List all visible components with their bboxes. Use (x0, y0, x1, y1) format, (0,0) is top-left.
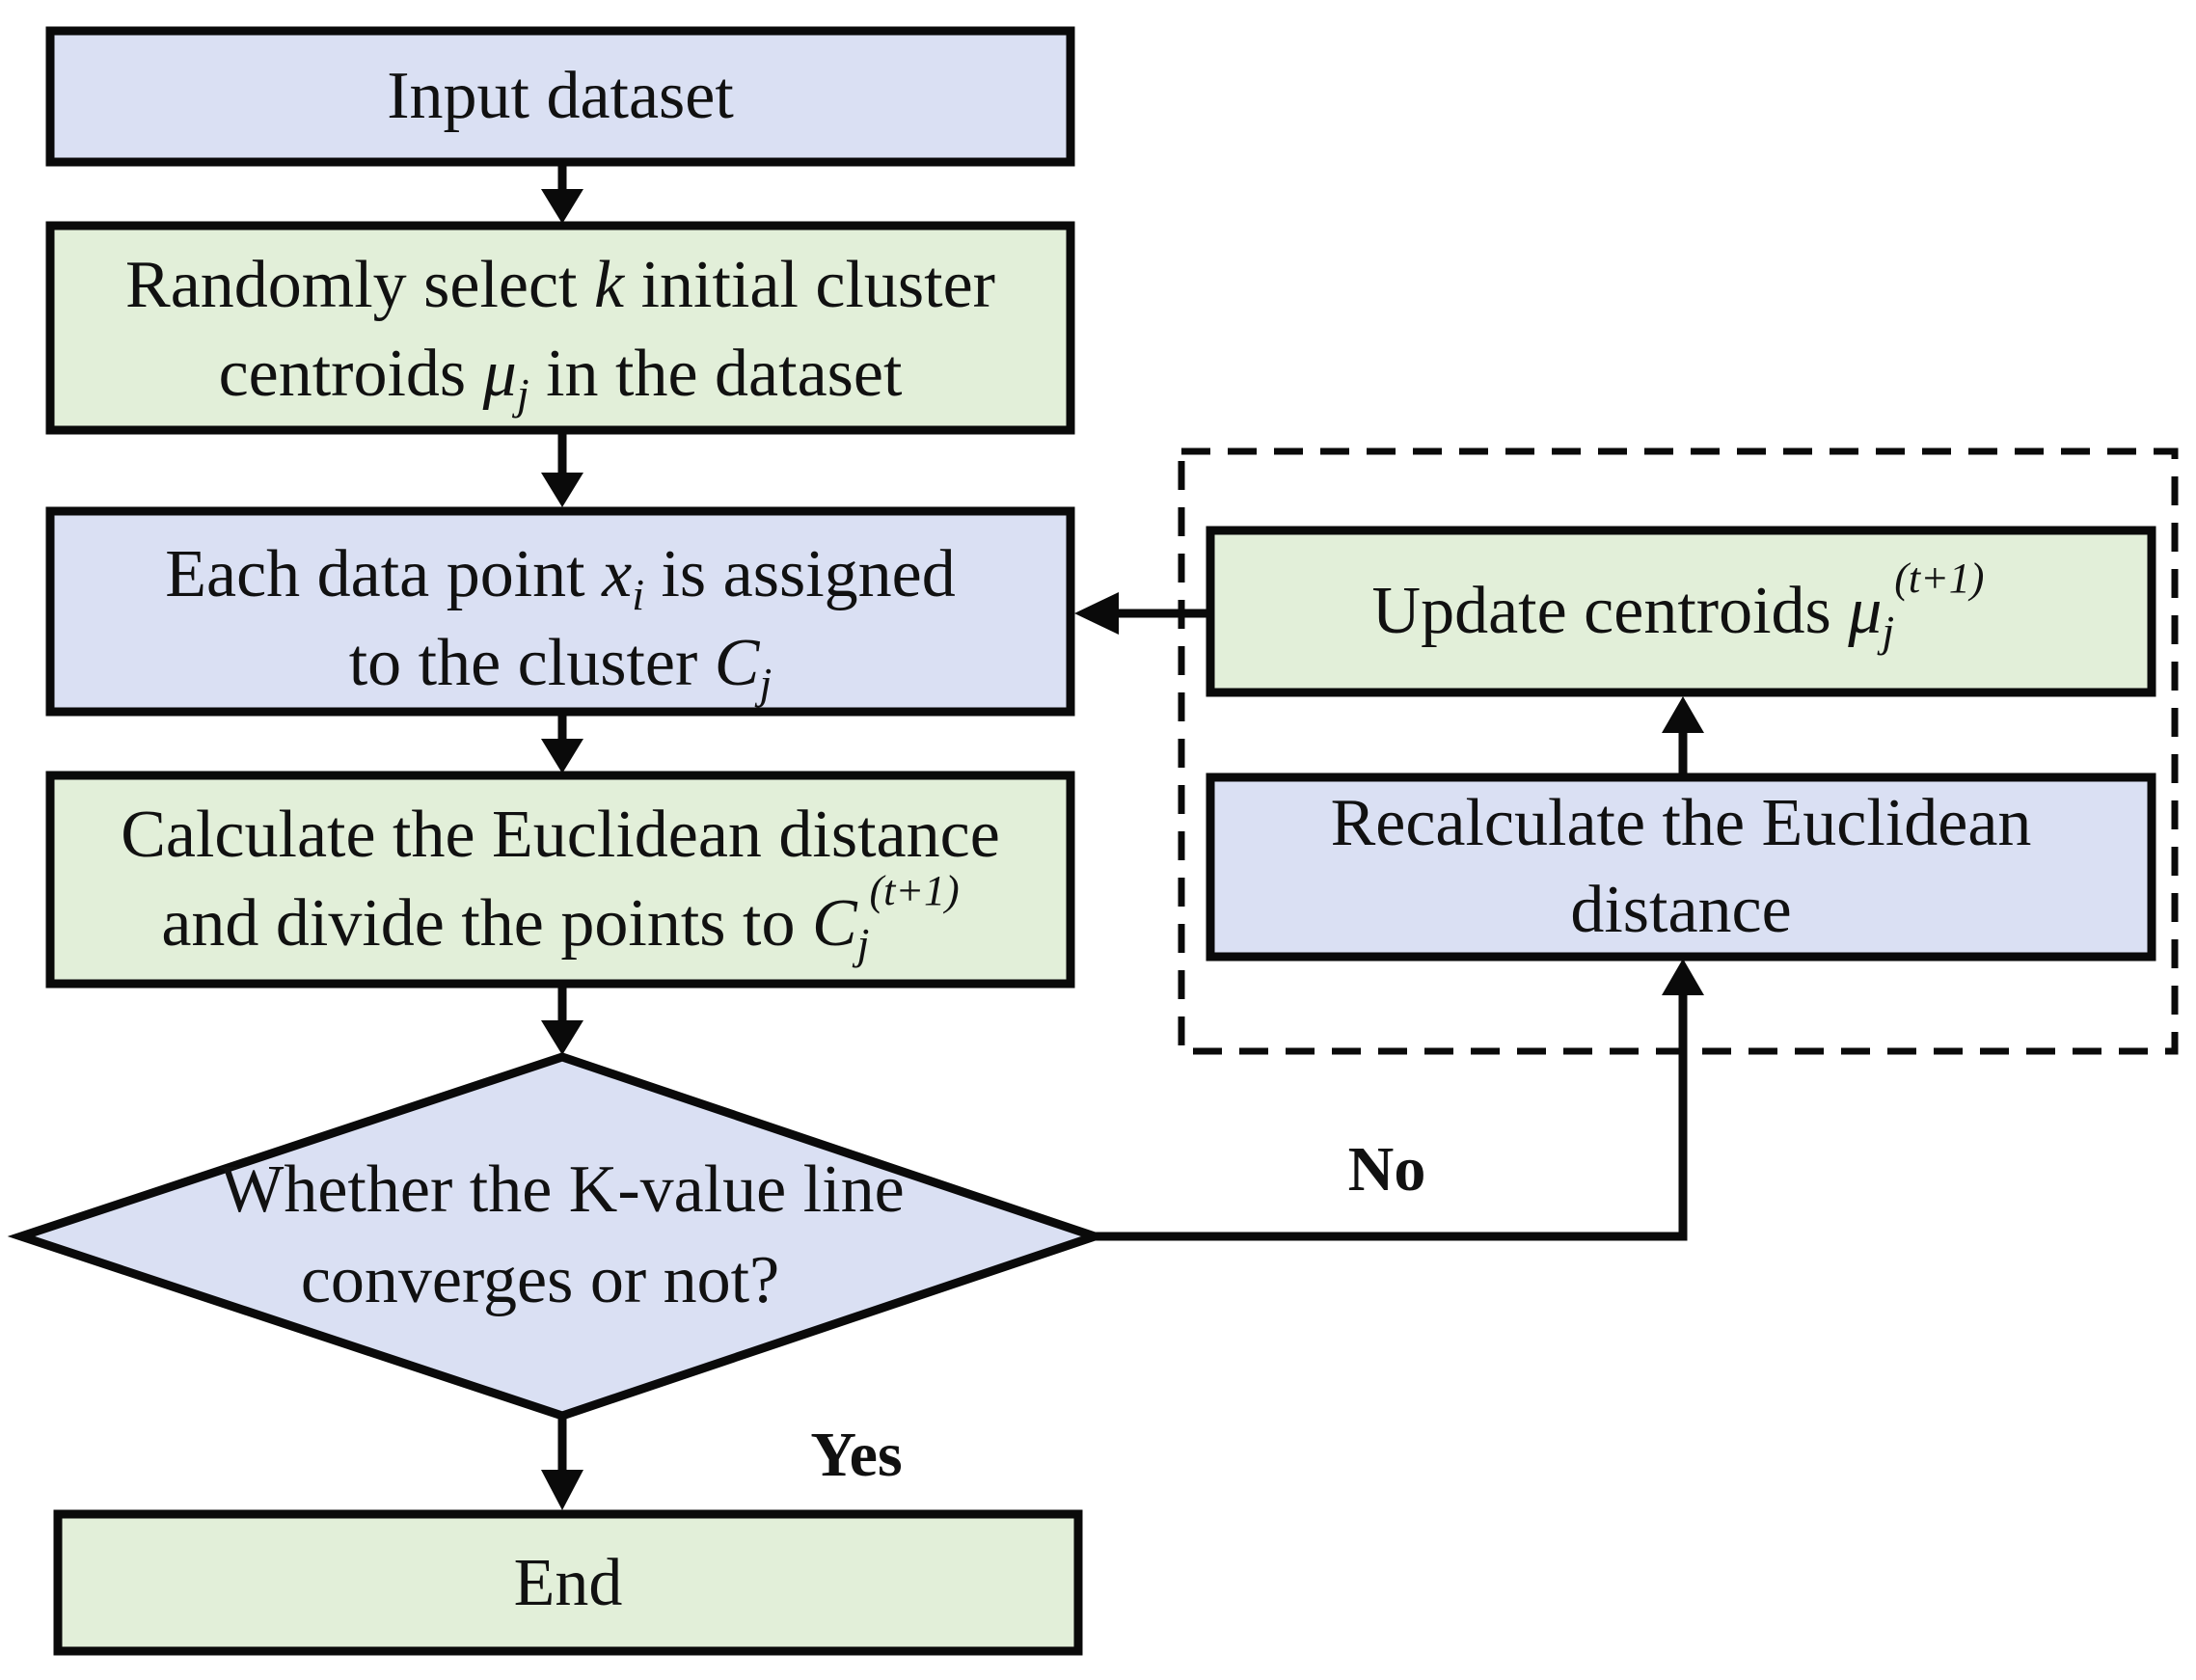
select-line-1: Randomly select k initial cluster (125, 248, 995, 322)
arrowhead-calculate-to-decision (541, 1020, 583, 1055)
edge-label-no: No (1348, 1134, 1426, 1205)
node-recalculate-distance: Recalculate the Euclidean distance (1206, 772, 2156, 962)
decision-line-1: Whether the K-value line (220, 1152, 904, 1227)
node-input-dataset: Input dataset (45, 26, 1075, 167)
input-dataset-label: Input dataset (387, 59, 734, 133)
calculate-line-1: Calculate the Euclidean distance (121, 798, 1000, 872)
arrowhead-decision-to-end (541, 1470, 583, 1510)
recalc-line-1: Recalculate the Euclidean (1331, 786, 2032, 860)
node-update-centroids: Update centroids μj(t+1) (1206, 526, 2156, 697)
calculate-line-2: and divide the points to Cj(t+1) (161, 867, 959, 968)
assign-line-1: Each data point xi is assigned (165, 537, 956, 619)
node-calculate-distance: Calculate the Euclidean distance and div… (45, 771, 1075, 989)
arrowhead-no-to-recalc (1662, 959, 1704, 995)
node-assign-points: Each data point xi is assigned to the cl… (45, 506, 1075, 717)
arrowhead-update-to-assign (1074, 592, 1119, 635)
connectors (541, 162, 1704, 1510)
end-label: End (514, 1546, 623, 1620)
arrowhead-input-to-select (541, 189, 583, 224)
node-select-centroids: Randomly select k initial cluster centro… (45, 221, 1075, 435)
select-line-2: centroids μj in the dataset (219, 337, 903, 419)
edge-label-yes: Yes (810, 1420, 902, 1490)
node-end: End (53, 1509, 1083, 1656)
iteration-group-dashed-box (1178, 447, 2179, 1055)
arrowhead-assign-to-calculate (541, 739, 583, 773)
arrowhead-recalc-to-update (1662, 696, 1704, 733)
update-label: Update centroids μj(t+1) (1372, 555, 1985, 656)
recalc-line-2: distance (1570, 873, 1791, 947)
assign-line-2: to the cluster Cj (349, 626, 773, 708)
decision-line-2: converges or not? (301, 1243, 779, 1317)
node-convergence-decision: Whether the K-value line converges or no… (7, 1052, 1109, 1421)
arrow-decision-no-to-recalc (1095, 984, 1688, 1241)
arrowhead-select-to-assign (541, 473, 583, 507)
